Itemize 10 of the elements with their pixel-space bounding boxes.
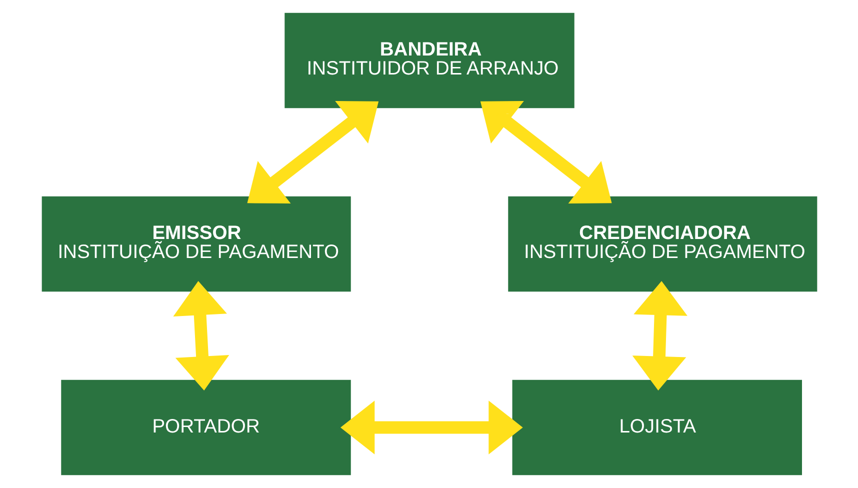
node-box: CREDENCIADORA INSTITUIÇÃO DE PAGAMENTO — [508, 196, 817, 292]
arrow — [340, 400, 522, 454]
arrow — [632, 280, 687, 391]
arrow — [172, 280, 229, 391]
node-box: BANDEIRA INSTITUIDOR DE ARRANJO — [284, 12, 574, 108]
arrow — [480, 101, 612, 204]
node-box: PORTADOR — [60, 380, 350, 476]
arrow — [246, 101, 378, 204]
node-box: LOJISTA — [512, 380, 802, 476]
node-box: EMISSOR INSTITUIÇÃO DE PAGAMENTO — [41, 196, 350, 292]
